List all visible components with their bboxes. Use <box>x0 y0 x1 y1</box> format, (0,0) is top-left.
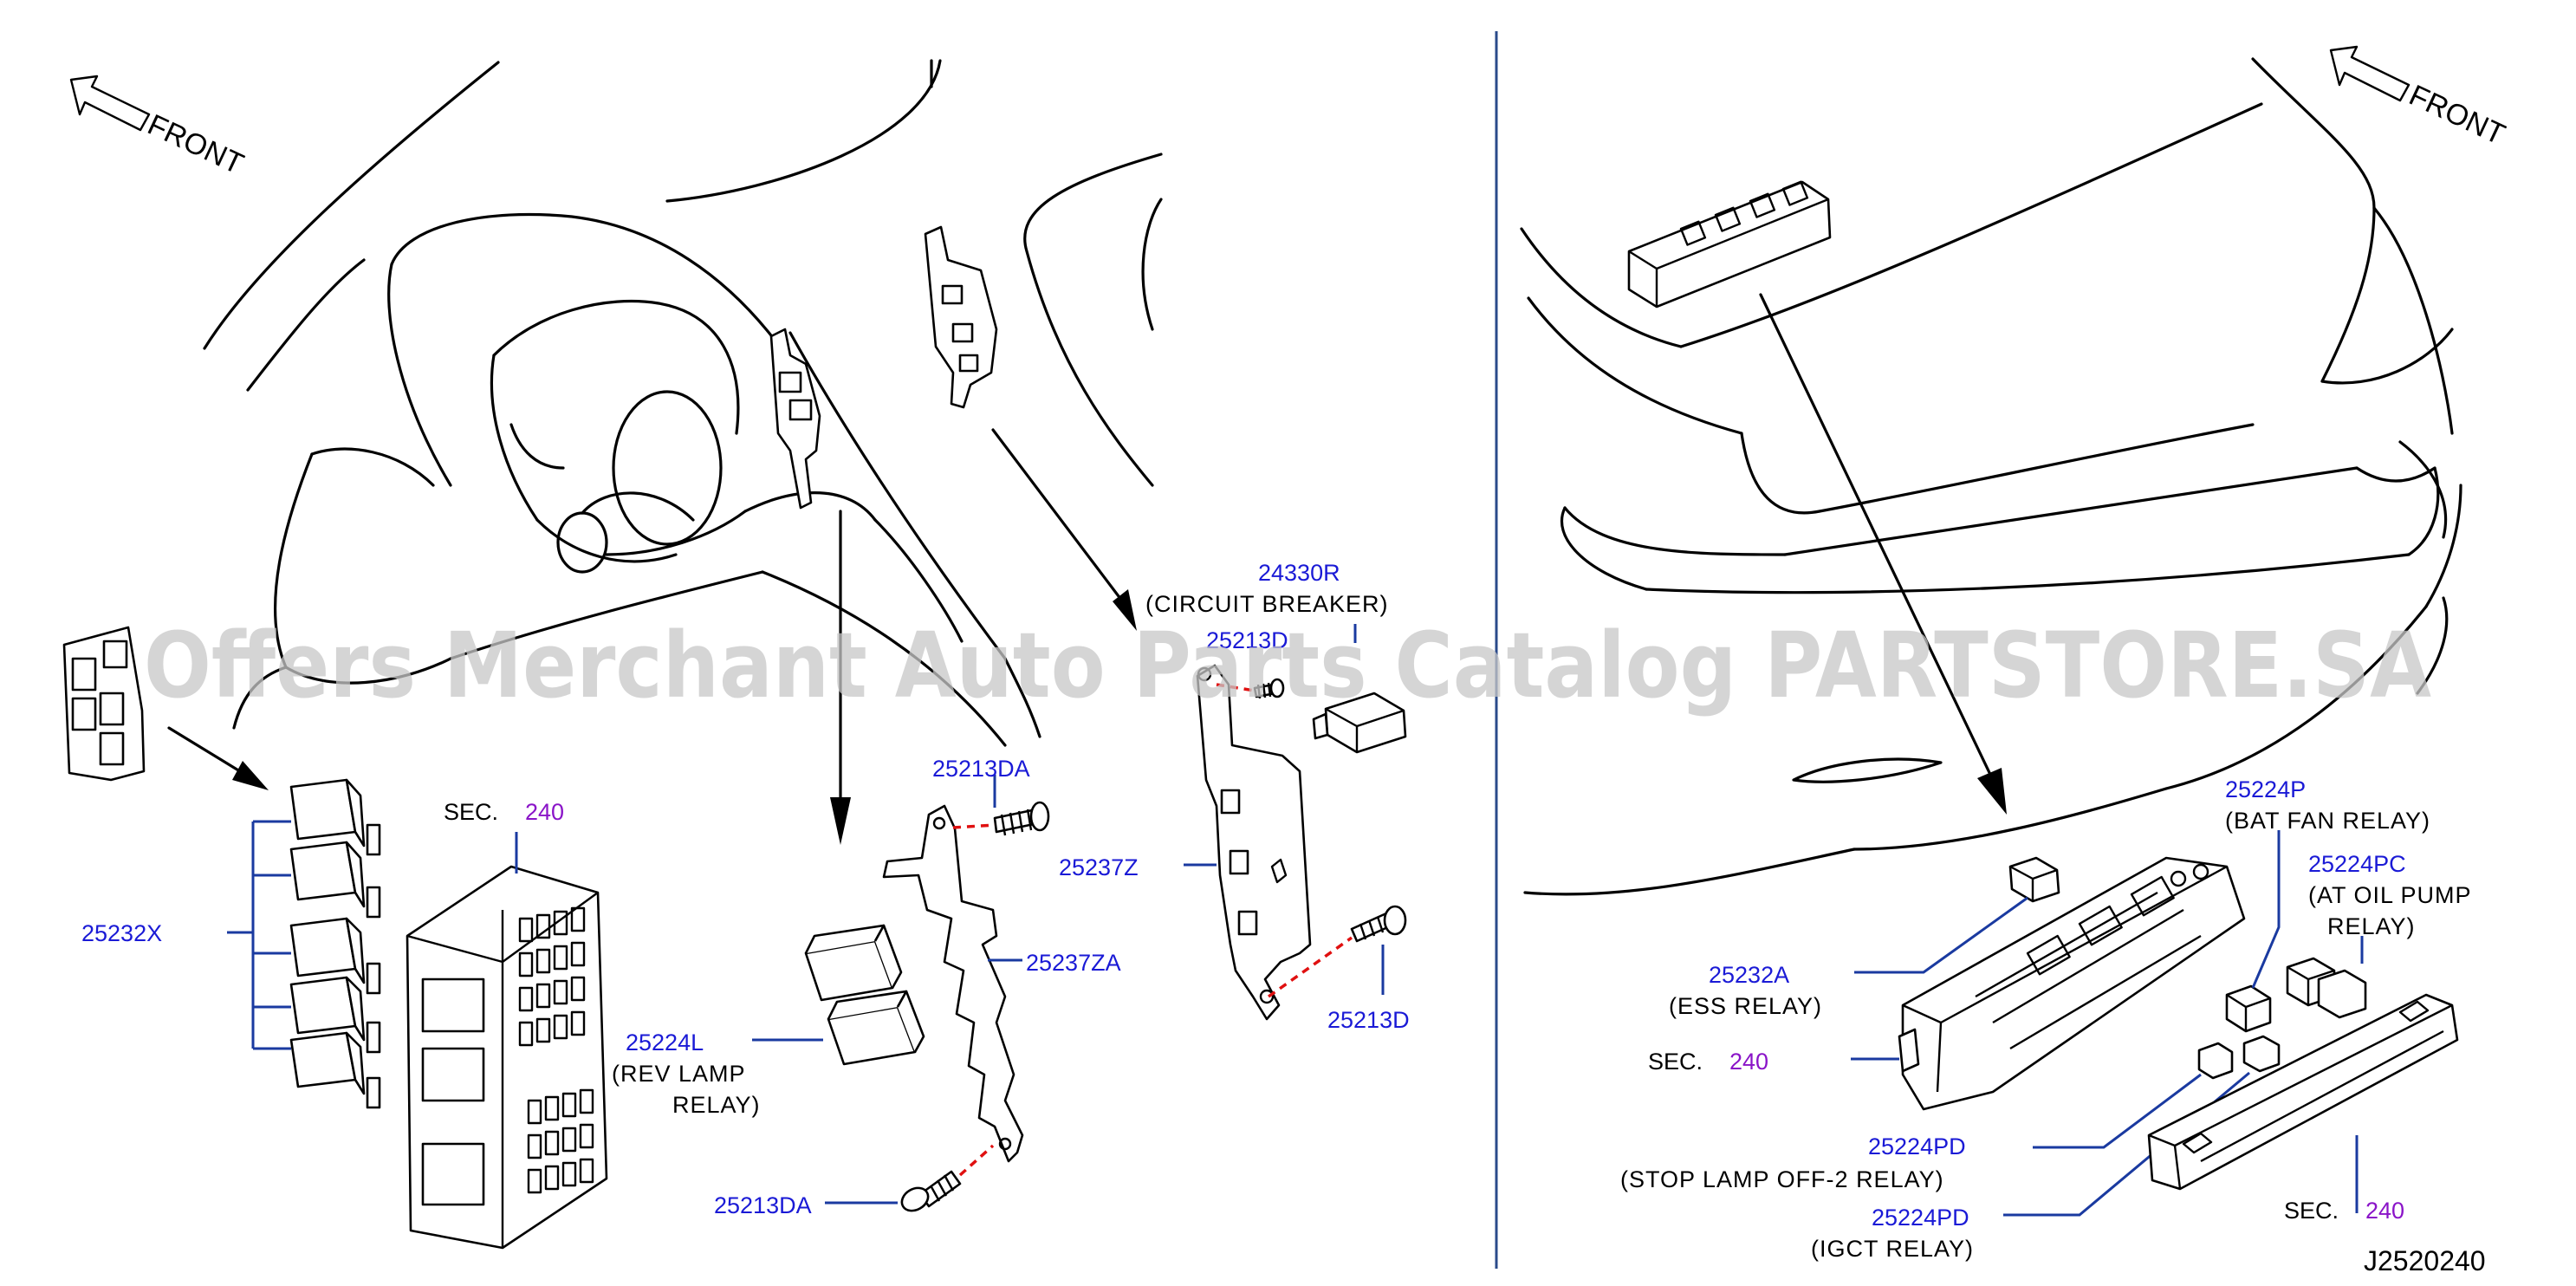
sec-prefix-right-mid: SEC. <box>1648 1049 1703 1075</box>
relay-25224PD-igct <box>2242 1035 2281 1073</box>
leader-25224P <box>2251 830 2281 989</box>
circuit-breaker-24330R <box>1312 692 1407 754</box>
caption-25224PC-line2: RELAY) <box>2327 913 2416 939</box>
sec-number-right-bottom: 240 <box>2365 1198 2404 1224</box>
caption-25224PC-line1: (AT OIL PUMP <box>2308 882 2472 908</box>
relay-stack-25232X <box>289 778 381 1109</box>
label-25224L: 25224L <box>626 1029 704 1055</box>
sec-prefix-right-bottom: SEC. <box>2284 1198 2339 1224</box>
label-25213D-bottom: 25213D <box>1327 1007 1410 1033</box>
caption-24330R: (CIRCUIT BREAKER) <box>1145 591 1389 617</box>
front-label-left: FRONT <box>143 108 249 181</box>
relay-bracket-installed-1 <box>769 328 821 510</box>
leader-25224PD-stop <box>2033 1073 2202 1149</box>
screw-axis-25213DA-top <box>952 823 996 829</box>
caption-25232A: (ESS RELAY) <box>1669 993 1822 1019</box>
label-24330R: 24330R <box>1258 560 1340 586</box>
screw-25213D-top <box>1253 678 1285 699</box>
screw-25213D-bottom <box>1350 905 1407 943</box>
label-25224PD-stop: 25224PD <box>1868 1133 1966 1159</box>
label-25237Z: 25237Z <box>1059 854 1139 880</box>
sec-prefix-left: SEC. <box>444 799 498 825</box>
front-arrow-icon: FRONT <box>69 75 249 181</box>
label-25213DA-bottom: 25213DA <box>714 1192 812 1218</box>
label-25213DA-top: 25213DA <box>932 756 1030 782</box>
pointer-arrow-right <box>1759 293 2007 815</box>
label-25232X: 25232X <box>81 920 162 946</box>
caption-25224PD-stop: (STOP LAMP OFF-2 RELAY) <box>1620 1166 1944 1192</box>
screw-axis-25213DA-bottom <box>958 1144 995 1177</box>
caption-25224PD-igct: (IGCT RELAY) <box>1811 1236 1974 1262</box>
relay-25232A <box>2008 856 2060 903</box>
left-panel: FRONT <box>62 59 1410 1250</box>
relay-25224PD-stop <box>2197 1042 2234 1080</box>
caption-25224P: (BAT FAN RELAY) <box>2225 808 2430 834</box>
label-25224PD-igct: 25224PD <box>1872 1205 1969 1231</box>
screw-axis-25213D-bottom <box>1267 936 1353 998</box>
bracket-25237ZA <box>882 804 1024 1163</box>
relay-box-right <box>1898 856 2246 1111</box>
label-25237ZA: 25237ZA <box>1026 950 1121 976</box>
front-arrow-icon-right: FRONT <box>2329 45 2510 152</box>
drawing-code: J2520240 <box>2364 1245 2486 1276</box>
label-25224P: 25224P <box>2225 776 2306 802</box>
screw-25213DA-bottom <box>900 1170 962 1212</box>
label-25232A: 25232A <box>1709 962 1789 988</box>
fuse-block-left <box>406 865 608 1250</box>
label-25224PC: 25224PC <box>2308 851 2406 877</box>
relay-connector-block <box>62 626 146 782</box>
fuse-slots-left <box>518 906 594 1194</box>
module-box-right <box>2147 993 2459 1191</box>
caption-25224L-line1: (REV LAMP <box>612 1061 746 1087</box>
relay-25224P <box>2225 984 2272 1033</box>
relay-bracket-installed-2 <box>924 225 998 409</box>
label-25213D-top: 25213D <box>1206 627 1288 653</box>
relay-25224L <box>804 924 925 1066</box>
pointer-arrows-left <box>167 428 1137 845</box>
caption-25224L-line2: RELAY) <box>672 1092 761 1118</box>
watermark-text: Offers Merchant Auto Parts Catalog PARTS… <box>144 613 2431 718</box>
leader-25232X <box>227 820 291 1050</box>
front-label-right: FRONT <box>2404 79 2510 152</box>
relay-25224PC <box>2286 957 2367 1019</box>
leader-25232A <box>1854 896 2028 974</box>
right-panel: FRONT <box>1520 45 2510 1276</box>
vehicle-interior-outline <box>203 59 1163 747</box>
sec-number-left: 240 <box>525 799 564 825</box>
screw-25213DA-top <box>993 801 1050 836</box>
bracket-25237Z <box>1196 664 1312 1021</box>
screw-axis-25213D-top <box>1216 683 1256 692</box>
vehicle-rear-outline <box>1520 57 2462 896</box>
sec-number-right-mid: 240 <box>1729 1049 1768 1075</box>
fuse-block-installed <box>1627 180 1832 309</box>
